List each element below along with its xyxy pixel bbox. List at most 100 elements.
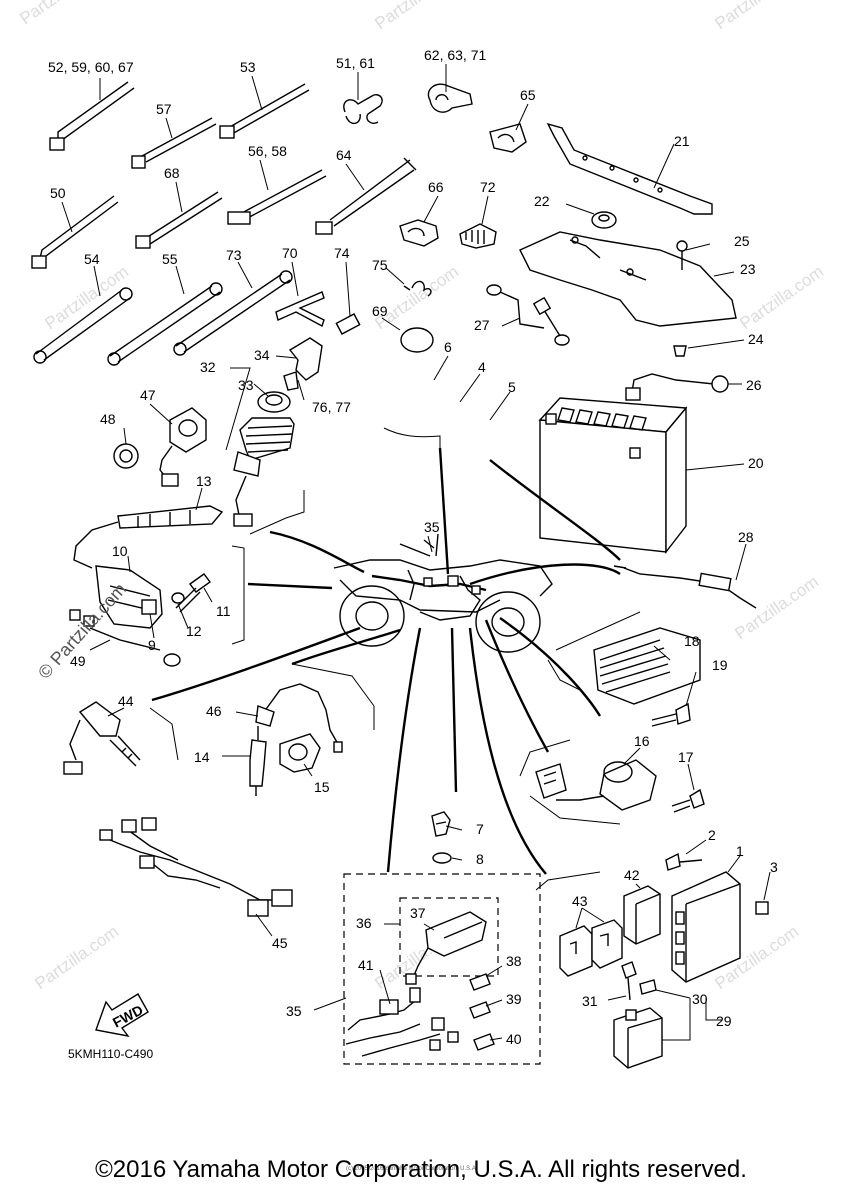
callout-22: 22 — [534, 193, 550, 209]
tubes-group — [33, 270, 361, 366]
callout-17: 17 — [678, 749, 694, 765]
callout-48: 48 — [100, 411, 116, 427]
cable-ties-group — [31, 81, 527, 353]
callout-10: 10 — [112, 543, 128, 559]
sensor-cable — [613, 565, 757, 609]
callout-8: 8 — [476, 851, 484, 867]
callout-curves — [149, 427, 621, 875]
callout-42: 42 — [624, 867, 640, 883]
callout-14: 14 — [194, 749, 210, 765]
callout-57: 57 — [156, 101, 172, 117]
callout-74: 74 — [334, 245, 350, 261]
callout-12: 12 — [186, 623, 202, 639]
callout-35-bottom: 35 — [286, 1003, 302, 1019]
switch-44 — [63, 701, 141, 775]
diagram-code: 5KMH110-C490 — [68, 1047, 153, 1061]
faint-watermark: Partzilla.com — [31, 922, 122, 993]
forward-direction-arrow: FWD — [95, 993, 149, 1038]
faint-watermark: Partzilla.com — [16, 0, 107, 28]
sender-group — [69, 565, 211, 667]
callout-54: 54 — [84, 251, 100, 267]
callout-72: 72 — [480, 179, 496, 195]
callout-66: 66 — [428, 179, 444, 195]
callout-68: 68 — [164, 165, 180, 181]
callout-75: 75 — [372, 257, 388, 273]
callout-2: 2 — [708, 827, 716, 843]
callout-29: 29 — [716, 1013, 732, 1029]
callout-52-59-60-67: 52, 59, 60, 67 — [48, 59, 134, 75]
callout-45: 45 — [272, 935, 288, 951]
callout-35-top: 35 — [424, 519, 440, 535]
callout-19: 19 — [712, 657, 728, 673]
callout-50: 50 — [50, 185, 66, 201]
callout-38: 38 — [506, 953, 522, 969]
callout-55: 55 — [162, 251, 178, 267]
callout-44: 44 — [118, 693, 134, 709]
callout-41: 41 — [358, 957, 374, 973]
callout-43: 43 — [572, 893, 588, 909]
callout-28: 28 — [738, 529, 754, 545]
callout-numbers: 52, 59, 60, 67 53 51, 61 62, 63, 71 65 5… — [48, 47, 778, 1047]
faint-watermark: Partzilla.com — [731, 572, 822, 643]
callout-3: 3 — [770, 859, 778, 875]
callout-23: 23 — [740, 261, 756, 277]
battery-leads-group — [486, 284, 729, 401]
callout-20: 20 — [748, 455, 764, 471]
tiny-copyright: (c) 2005-2016 Yamaha Motor Corporation, … — [346, 1166, 478, 1172]
fuse-box-group — [343, 873, 541, 1065]
callout-51-61: 51, 61 — [336, 55, 375, 71]
callout-69: 69 — [372, 303, 388, 319]
callout-31: 31 — [582, 993, 598, 1009]
callout-37: 37 — [410, 905, 426, 921]
callout-53: 53 — [240, 59, 256, 75]
footer-copyright: ©2016 Yamaha Motor Corporation, U.S.A. A… — [95, 1156, 747, 1183]
switch-7-8 — [431, 811, 452, 864]
callout-30: 30 — [692, 991, 708, 1007]
faint-watermarks: Partzilla.com Partzilla.com Partzilla.co… — [16, 0, 827, 993]
callout-65: 65 — [520, 87, 536, 103]
callout-34: 34 — [254, 347, 270, 363]
callout-21: 21 — [674, 133, 690, 149]
callout-5: 5 — [508, 379, 516, 395]
sub-harness — [99, 817, 293, 917]
callout-16: 16 — [634, 733, 650, 749]
callout-33: 33 — [238, 377, 254, 393]
callout-6: 6 — [444, 339, 452, 355]
callout-39: 39 — [506, 991, 522, 1007]
callout-11: 11 — [216, 603, 231, 619]
callout-15: 15 — [314, 779, 330, 795]
battery-bracket-group — [519, 122, 737, 357]
callout-49: 49 — [70, 653, 86, 669]
leader-lines — [61, 64, 771, 1041]
sensor-14-15-group — [249, 683, 343, 796]
rectifier-group — [547, 611, 701, 727]
callout-46: 46 — [206, 703, 222, 719]
callout-26: 26 — [746, 377, 762, 393]
callout-1: 1 — [736, 843, 744, 859]
callout-7: 7 — [476, 821, 484, 837]
callout-24: 24 — [748, 331, 764, 347]
callout-13: 13 — [196, 473, 212, 489]
ignition-switch-group — [73, 337, 323, 569]
atv-illustration — [333, 533, 553, 653]
callout-56-58: 56, 58 — [248, 143, 287, 159]
callout-64: 64 — [336, 147, 352, 163]
faint-watermark: Partzilla.com — [41, 262, 132, 333]
callout-40: 40 — [506, 1031, 522, 1047]
relay-16-group — [519, 739, 705, 825]
callout-73: 73 — [226, 247, 242, 263]
callout-70: 70 — [282, 245, 298, 261]
callout-25: 25 — [734, 233, 750, 249]
battery — [538, 397, 688, 555]
callout-4: 4 — [478, 359, 486, 375]
callout-27: 27 — [474, 317, 490, 333]
callout-9: 9 — [148, 637, 156, 653]
callout-76-77: 76, 77 — [312, 399, 351, 415]
callout-62-63-71: 62, 63, 71 — [424, 47, 486, 63]
callout-47: 47 — [140, 387, 156, 403]
callout-32: 32 — [200, 359, 216, 375]
callout-18: 18 — [684, 633, 700, 649]
ecu-group — [535, 852, 769, 1069]
faint-watermark: Partzilla.com — [711, 0, 802, 33]
